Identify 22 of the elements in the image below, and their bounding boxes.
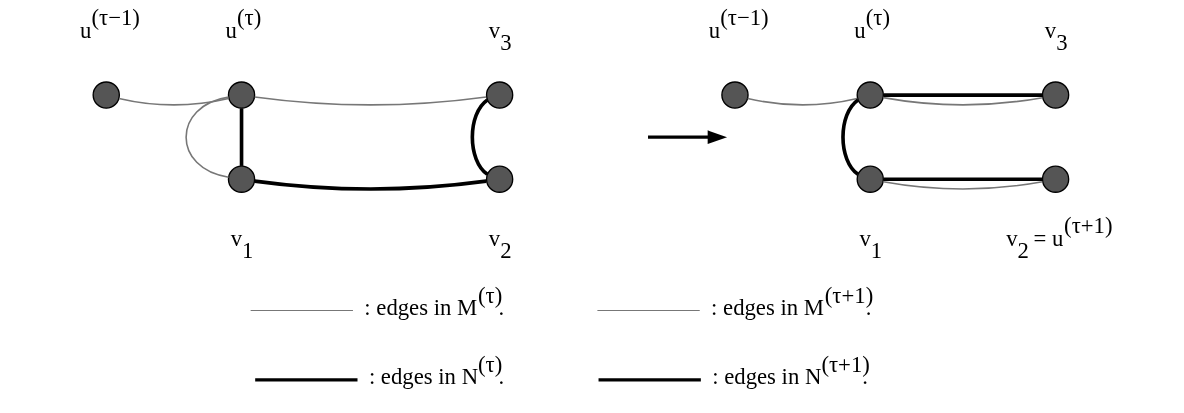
connector	[185, 96, 230, 178]
connector	[882, 96, 1044, 106]
node-circle	[856, 165, 884, 193]
connector	[841, 98, 860, 176]
connector	[253, 96, 488, 106]
node-circle	[1041, 165, 1070, 193]
connector	[883, 177, 1043, 182]
node-circle	[227, 165, 256, 193]
connector	[239, 108, 244, 166]
node-circle	[92, 81, 120, 109]
connector	[254, 179, 487, 191]
node-circle	[485, 81, 514, 109]
node-circle	[721, 81, 749, 109]
connector	[118, 97, 230, 106]
node-circle	[1041, 81, 1070, 109]
connector	[882, 181, 1044, 190]
node-circle	[485, 165, 514, 193]
connector	[746, 97, 859, 106]
connector	[470, 98, 489, 176]
node-circle	[227, 81, 256, 109]
node-circle	[856, 81, 884, 109]
connector	[883, 93, 1043, 97]
